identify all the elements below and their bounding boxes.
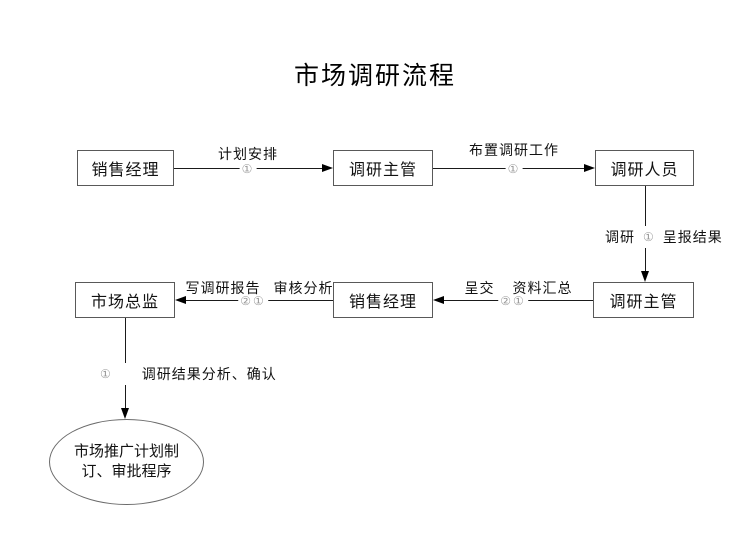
edge-confirm-step: ① xyxy=(100,367,112,381)
node-research-staff: 调研人员 xyxy=(595,150,694,186)
edge-submit-label-right: 资料汇总 xyxy=(512,280,573,296)
node-marketing-director: 市场总监 xyxy=(75,282,175,318)
arrow-down-icon xyxy=(121,408,129,419)
edge-plan-step: ① xyxy=(239,162,257,176)
edge-assign-step: ① xyxy=(505,162,523,176)
node-sales-manager-mid: 销售经理 xyxy=(333,282,433,318)
edge-confirm-label: ① 调研结果分析、确认 xyxy=(98,363,279,385)
node-label: 销售经理 xyxy=(91,162,160,179)
edge-report-step: ① xyxy=(643,230,655,244)
arrow-right-icon xyxy=(322,164,333,172)
edge-submit-steps: ②① xyxy=(498,294,528,308)
node-label: 调研主管 xyxy=(609,294,678,311)
edge-plan-label: 计划安排 xyxy=(218,146,278,162)
node-research-supervisor-mid: 调研主管 xyxy=(593,282,694,318)
node-research-supervisor-top: 调研主管 xyxy=(333,150,433,186)
arrow-down-icon xyxy=(641,271,649,282)
edge-write-steps: ②① xyxy=(238,294,268,308)
edge-assign-label: 布置调研工作 xyxy=(469,142,559,158)
node-label: 市场推广计划制订、审批程序 xyxy=(73,443,179,480)
edge-report-label-left: 调研 xyxy=(605,229,635,245)
edge-write-label: 写调研报告 审核分析 xyxy=(186,278,333,298)
edge-write-label-right: 审核分析 xyxy=(273,280,334,296)
edge-write-label-left: 写调研报告 xyxy=(185,280,261,296)
edge-submit-label: 呈交 资料汇总 xyxy=(444,278,593,298)
edge-confirm-label-text: 调研结果分析、确认 xyxy=(141,366,277,382)
arrow-left-icon xyxy=(175,296,186,304)
node-sales-manager-top: 销售经理 xyxy=(77,150,174,186)
node-label: 调研主管 xyxy=(348,162,417,179)
node-label: 调研人员 xyxy=(610,162,679,179)
page-title: 市场调研流程 xyxy=(293,62,456,90)
edge-submit-label-left: 呈交 xyxy=(464,280,495,296)
node-label: 销售经理 xyxy=(348,294,417,311)
arrow-right-icon xyxy=(584,164,595,172)
node-terminal-ellipse: 市场推广计划制订、审批程序 xyxy=(49,419,204,505)
edge-report-label: 调研 ① 呈报结果 xyxy=(603,226,725,248)
edge-report-label-right: 呈报结果 xyxy=(662,229,723,245)
node-label: 市场总监 xyxy=(90,294,159,311)
arrow-left-icon xyxy=(433,296,444,304)
